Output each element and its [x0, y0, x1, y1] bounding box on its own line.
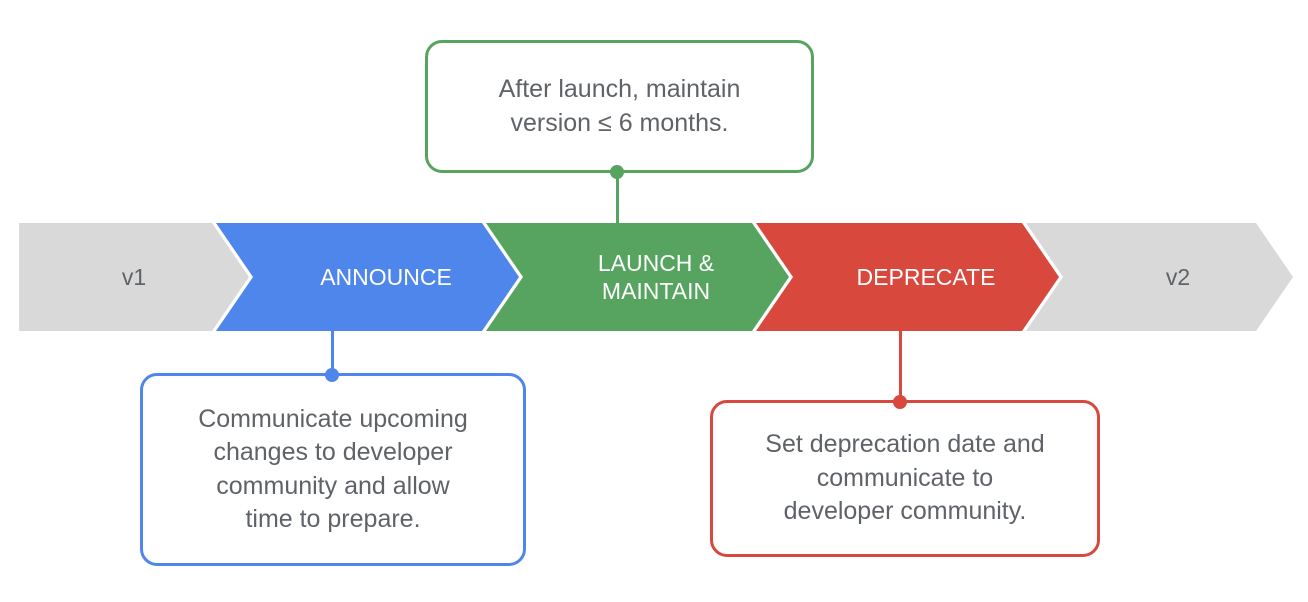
arrow-label-launch-maintain[interactable]: LAUNCH & MAINTAIN	[597, 249, 715, 304]
connector-dot-launch-maintain	[610, 165, 624, 179]
callout-deprecate[interactable]: Set deprecation date and communicate to …	[710, 400, 1100, 557]
arrow-label-v2[interactable]: v2	[1165, 263, 1191, 290]
callout-launch-maintain[interactable]: After launch, maintain version ≤ 6 month…	[425, 40, 814, 173]
connector-line-deprecate	[899, 326, 902, 405]
callout-announce[interactable]: Communicate upcoming changes to develope…	[140, 373, 526, 566]
connector-dot-announce	[325, 368, 339, 382]
arrow-label-v1[interactable]: v1	[121, 263, 147, 290]
connector-line-launch-maintain	[616, 170, 619, 228]
arrow-label-deprecate[interactable]: DEPRECATE	[856, 263, 996, 290]
connector-line-announce	[331, 326, 334, 378]
connector-dot-deprecate	[893, 395, 907, 409]
arrow-label-announce[interactable]: ANNOUNCE	[320, 263, 452, 290]
